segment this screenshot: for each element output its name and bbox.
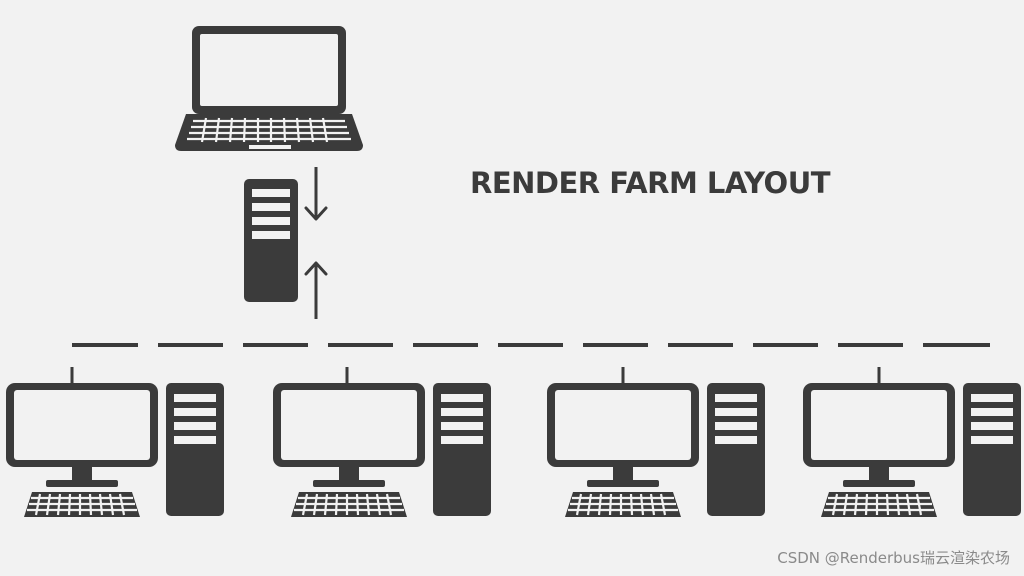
laptop-icon (175, 26, 363, 151)
arrow-up-to-server (304, 261, 328, 319)
desktop-computer-icon (545, 381, 767, 519)
desktop-computer-icon (4, 381, 226, 519)
arrow-down-to-server (304, 167, 328, 221)
desktop-computer-icon (271, 381, 493, 519)
desktop-computer-icon (801, 381, 1023, 519)
diagram-title: RENDER FARM LAYOUT (470, 166, 831, 200)
watermark: CSDN @Renderbus瑞云渲染农场 (777, 549, 1010, 567)
server-tower-icon (244, 179, 298, 302)
